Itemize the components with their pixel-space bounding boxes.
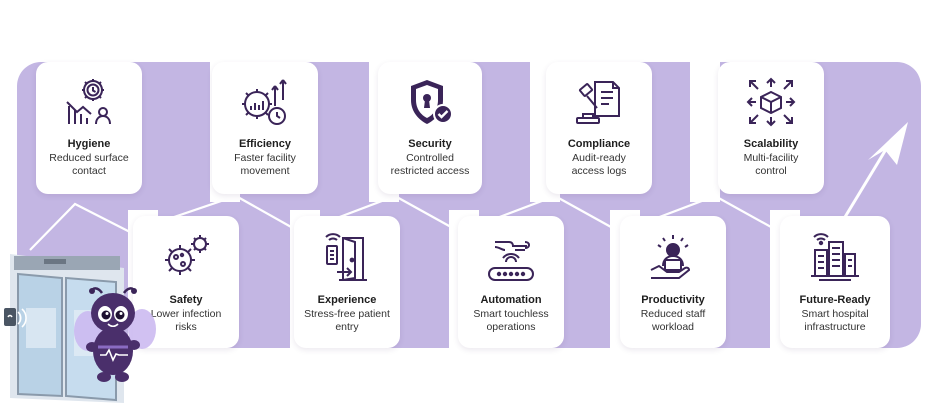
shield-lock-check-icon [411, 80, 453, 124]
card-title: Automation [480, 294, 542, 306]
keypad-door-icon [325, 233, 367, 281]
gear-chart-clock-icon [242, 79, 287, 125]
card-title: Efficiency [239, 138, 291, 150]
gear-clock-chart-person-icon [66, 79, 111, 125]
hand-sensor-icon [488, 241, 534, 281]
bee-mascot-illustration [74, 287, 156, 382]
card-title: Productivity [641, 294, 705, 306]
card-title: Safety [169, 294, 203, 306]
door-sensor-icon [4, 308, 16, 326]
card-title: Hygiene [67, 138, 111, 150]
cube-arrows-icon [746, 77, 796, 127]
band-notch [690, 62, 720, 202]
smart-buildings-icon [811, 233, 859, 281]
person-laptop-icon [650, 235, 691, 279]
card-title: Future-Ready [799, 294, 871, 306]
card-title: Compliance [567, 138, 631, 150]
gavel-document-icon [576, 81, 620, 124]
virus-icon [165, 235, 209, 275]
card-title: Scalability [743, 138, 799, 150]
card-title: Experience [317, 294, 377, 306]
card-title: Security [408, 138, 452, 150]
automatic-door-illustration [4, 254, 124, 403]
